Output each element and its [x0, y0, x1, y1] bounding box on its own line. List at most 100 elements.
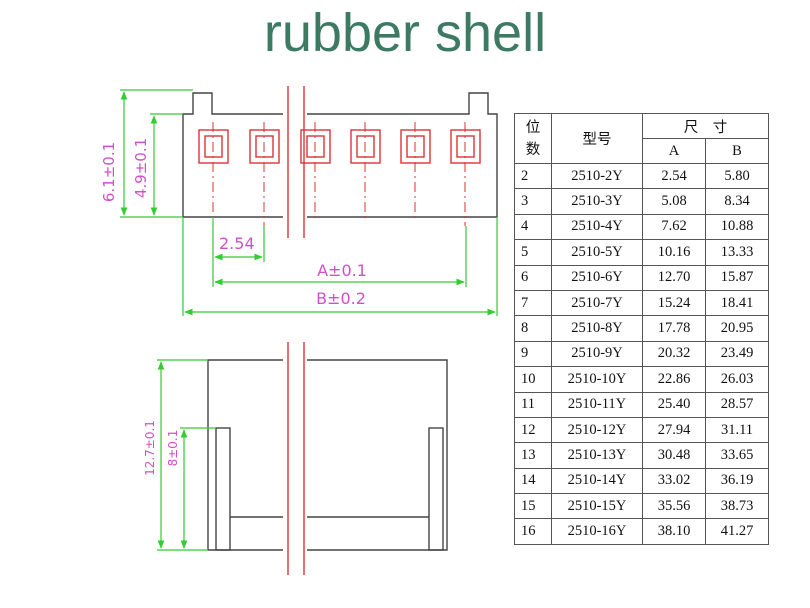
pin-squares — [198, 129, 481, 164]
table-cell-model: 2510-2Y — [551, 162, 643, 190]
table-cell-b: 13.33 — [705, 239, 769, 266]
table-cell-model: 2510-11Y — [551, 391, 643, 418]
table-cell-positions: 2 — [514, 162, 552, 190]
side-height-inner-label: 8±0.1 — [166, 430, 180, 467]
pin-centerlines — [212, 122, 466, 226]
table-cell-b: 31.11 — [705, 416, 769, 444]
table-cell-model: 2510-10Y — [551, 366, 643, 393]
table-cell-b: 10.88 — [705, 213, 769, 241]
table-cell-a: 7.62 — [642, 213, 706, 241]
table-cell-b: 20.95 — [705, 315, 769, 342]
table-cell-a: 15.24 — [642, 289, 706, 317]
table-cell-positions: 16 — [514, 518, 552, 545]
table-cell-model: 2510-6Y — [551, 264, 643, 291]
table-cell-a: 27.94 — [642, 416, 706, 444]
front-break-lines — [287, 86, 305, 238]
table-cell-positions: 5 — [514, 239, 552, 266]
table-cell-b: 8.34 — [705, 188, 769, 215]
front-view — [182, 92, 498, 218]
table-cell-model: 2510-7Y — [551, 289, 643, 317]
side-right-rib — [428, 427, 444, 551]
front-width-dims — [182, 217, 498, 316]
table-cell-positions: 12 — [514, 416, 552, 444]
table-header-size: 尺 寸 — [642, 113, 769, 139]
table-cell-b: 23.49 — [705, 340, 769, 368]
table-cell-positions: 3 — [514, 188, 552, 215]
table-header-b: B — [705, 138, 769, 164]
table-cell-a: 30.48 — [642, 442, 706, 469]
table-cell-positions: 9 — [514, 340, 552, 368]
table-cell-positions: 11 — [514, 391, 552, 418]
table-cell-b: 26.03 — [705, 366, 769, 393]
table-cell-a: 38.10 — [642, 518, 706, 545]
pitch-label: 2.54 — [219, 234, 255, 253]
table-cell-positions: 7 — [514, 289, 552, 317]
side-height-outer-label: 12.7±0.1 — [143, 420, 157, 476]
table-cell-a: 25.40 — [642, 391, 706, 418]
table-cell-positions: 14 — [514, 467, 552, 495]
height-inner-label: 4.9±0.1 — [132, 138, 150, 198]
table-cell-b: 33.65 — [705, 442, 769, 469]
front-outline-right — [307, 92, 498, 218]
table-cell-positions: 8 — [514, 315, 552, 342]
table-cell-model: 2510-8Y — [551, 315, 643, 342]
table-cell-a: 33.02 — [642, 467, 706, 495]
table-cell-positions: 4 — [514, 213, 552, 241]
table-cell-a: 35.56 — [642, 493, 706, 520]
table-cell-a: 12.70 — [642, 264, 706, 291]
table-cell-a: 20.32 — [642, 340, 706, 368]
table-header-positions: 位 数 — [514, 113, 552, 164]
table-cell-b: 5.80 — [705, 162, 769, 190]
table-header-model: 型号 — [551, 113, 643, 164]
side-left-rib — [215, 427, 231, 551]
table-cell-b: 38.73 — [705, 493, 769, 520]
side-height-dims — [157, 359, 216, 551]
table-cell-a: 10.16 — [642, 239, 706, 266]
page-title: rubber shell — [263, 3, 547, 63]
table-cell-b: 28.57 — [705, 391, 769, 418]
table-cell-b: 18.41 — [705, 289, 769, 317]
dim-a-label: A±0.1 — [317, 261, 367, 280]
table-cell-model: 2510-15Y — [551, 493, 643, 520]
front-outline-left — [182, 92, 283, 218]
side-break-lines — [287, 342, 305, 575]
table-cell-positions: 15 — [514, 493, 552, 520]
table-cell-model: 2510-13Y — [551, 442, 643, 469]
table-cell-model: 2510-16Y — [551, 518, 643, 545]
table-cell-a: 2.54 — [642, 162, 706, 190]
side-outline-right — [307, 359, 448, 551]
table-cell-a: 5.08 — [642, 188, 706, 215]
table-cell-positions: 6 — [514, 264, 552, 291]
table-cell-a: 17.78 — [642, 315, 706, 342]
table-cell-model: 2510-9Y — [551, 340, 643, 368]
front-height-dims — [120, 89, 193, 218]
table-cell-b: 41.27 — [705, 518, 769, 545]
table-cell-a: 22.86 — [642, 366, 706, 393]
table-cell-model: 2510-14Y — [551, 467, 643, 495]
table-cell-model: 2510-12Y — [551, 416, 643, 444]
table-header-a: A — [642, 138, 706, 164]
side-view — [207, 359, 448, 551]
table-cell-b: 15.87 — [705, 264, 769, 291]
table-cell-model: 2510-4Y — [551, 213, 643, 241]
table-cell-model: 2510-5Y — [551, 239, 643, 266]
table-cell-b: 36.19 — [705, 467, 769, 495]
height-outer-label: 6.1±0.1 — [100, 142, 118, 202]
